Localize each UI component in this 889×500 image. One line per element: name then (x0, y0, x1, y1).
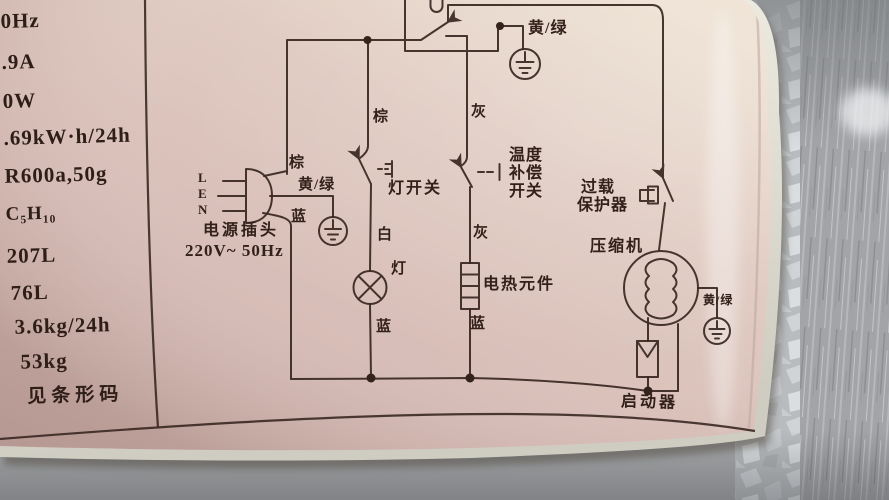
ground-symbol-top (509, 48, 541, 80)
plug-wire-brown-label: 棕 (289, 155, 306, 171)
bottom-border (0, 412, 756, 441)
ground-symbol-plug (318, 216, 348, 246)
temp-switch-label-line1: 温度 (509, 147, 544, 164)
heater-wire-blue-label: 蓝 (470, 316, 487, 332)
ground-symbol-compressor (703, 317, 731, 345)
plug-wire-blue (262, 212, 292, 380)
overload-protector-icon (639, 185, 659, 205)
plug-label: 电源插头 (203, 222, 280, 239)
spec-power: 0W (2, 88, 37, 113)
spec-weight: 53kg (20, 348, 68, 374)
plug-voltage-label: 220V~ 50Hz (185, 241, 284, 260)
wire-brown-live-bus (286, 39, 422, 175)
top-ground-label: 黄/绿 (528, 20, 568, 37)
lamp-switch-label: 灯开关 (388, 180, 443, 197)
plug-pin-n: N (198, 202, 209, 217)
plug-wire-blue-label: 蓝 (291, 209, 308, 225)
overload-switch-arm (651, 163, 674, 202)
power-plug-icon (217, 168, 273, 224)
component-symbols (217, 0, 731, 378)
spec-column: 0Hz .9A 0W .69kW·h/24h R600a,50g C₅H₁₀ 2… (0, 0, 161, 430)
lamp-wire-brown-label: 棕 (373, 109, 390, 125)
temp-switch-arm (448, 152, 473, 188)
overload-label-line2: 保护器 (577, 197, 629, 214)
spec-current: .9A (1, 49, 36, 74)
starter-label: 启动器 (620, 393, 679, 412)
gray-wire-top-label: 灰 (471, 104, 488, 120)
wire-overload-to-compressor (658, 202, 666, 251)
heater-label: 电热元件 (483, 276, 556, 293)
compressor-ground-label: 黄/绿 (703, 293, 734, 307)
plug-wire-yellow-green-label: 黄/绿 (298, 177, 336, 193)
wire-top-feed (447, 4, 664, 179)
plug-wire-brown (263, 170, 288, 177)
left-column-divider (143, 0, 160, 429)
wire-lamp-mid (369, 183, 372, 272)
gray-wire-mid-label: 灰 (473, 225, 490, 241)
spec-freezing-capacity: 3.6kg/24h (14, 312, 111, 339)
temp-switch-label-line2: 补偿 (509, 165, 544, 182)
thermostat-switch-arm (420, 9, 463, 41)
plug-pin-l: L (198, 170, 208, 185)
temp-switch-actuator-icon (477, 163, 501, 181)
spec-energy: .69kW·h/24h (3, 122, 132, 150)
spec-blowing-agent: C₅H₁₀ (5, 202, 57, 225)
thermostat-sensor-icon (429, 0, 444, 13)
starter-icon (636, 340, 659, 378)
lamp-switch-actuator-icon (377, 160, 393, 178)
lamp-wire-white-label: 白 (377, 227, 394, 243)
table-borders (0, 0, 756, 441)
temp-switch-label-line3: 开关 (509, 183, 544, 200)
lamp-wire-blue-label: 蓝 (376, 319, 393, 335)
plug-pin-e: E (198, 186, 208, 201)
wire-lamp-branch-upper (359, 39, 369, 159)
overload-label-line1: 过载 (581, 179, 616, 196)
junction-dots (363, 22, 653, 396)
heating-element-icon (460, 262, 480, 310)
wire-compressor-ground (697, 287, 718, 318)
wire-gray-upper (460, 35, 468, 167)
compressor-label: 压缩机 (590, 238, 645, 255)
lamp-switch-arm (347, 144, 372, 185)
wire-lamp-to-bus (369, 303, 372, 379)
spec-volume-total: 207L (6, 242, 57, 268)
wire-top-ground (404, 0, 524, 52)
plug-wire-ground (269, 195, 334, 218)
lamp-label: 灯 (391, 261, 408, 277)
spec-frequency: 0Hz (0, 7, 41, 33)
spec-volume-freezer: 76L (10, 279, 49, 305)
spec-see-barcode: 见条形码 (27, 383, 124, 408)
compressor-icon (623, 250, 699, 326)
spec-refrigerant: R600a,50g (4, 161, 108, 188)
lamp-icon (352, 270, 388, 305)
